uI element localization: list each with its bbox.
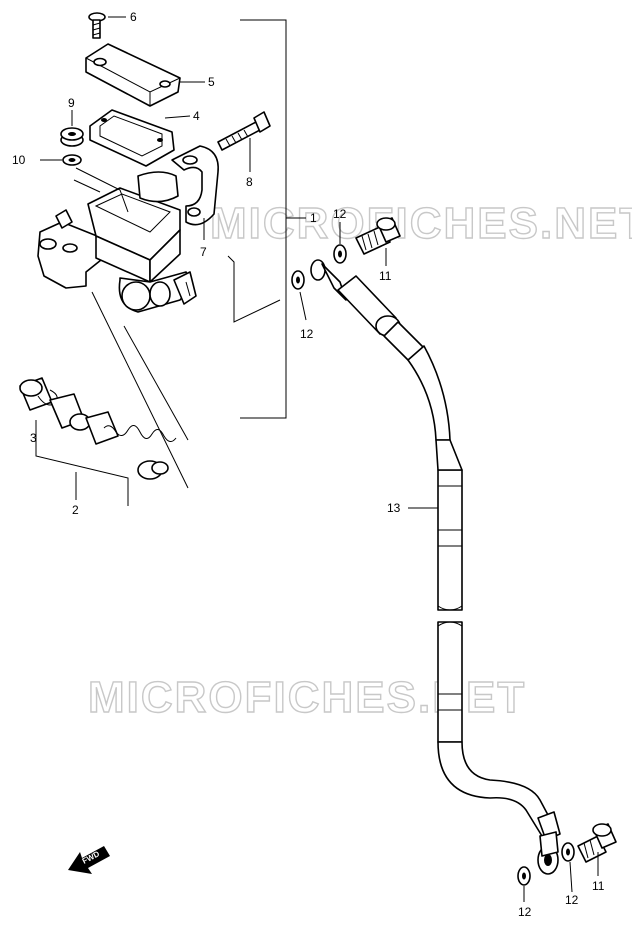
part-7-clamp [171,145,219,240]
fwd-arrow-icon: FWD [68,846,110,874]
part-6-screw [88,12,126,39]
part-9-grommet [60,110,84,147]
part-8-bolt [217,111,271,172]
master-cylinder-body [37,167,197,313]
watermark-top: MICROFICHES.NET [210,199,632,248]
callout-13: 13 [387,501,401,515]
callout-2: 2 [72,503,79,517]
part-4-plate [89,109,191,167]
callout-11-upper: 11 [379,269,392,283]
part-12-washer-upper-left [291,270,307,321]
callout-7: 7 [200,245,207,259]
callout-6: 6 [130,10,137,24]
callout-12-lower-right: 12 [565,893,579,907]
part-12-washer-lower-left [517,866,531,902]
callout-10: 10 [12,153,26,167]
part-13-brake-hose [310,259,561,875]
part-12-washer-upper-right [333,222,347,264]
part-11-banjo-bolt-lower [577,823,617,876]
part-11-banjo-bolt-upper [355,217,401,266]
part-2-piston-kit [19,377,177,480]
callout-5: 5 [208,75,215,89]
callout-12-upper-right: 12 [333,207,347,221]
callout-11-lower: 11 [592,879,605,893]
part-12-washer-lower-right [561,842,575,893]
callout-8: 8 [246,175,253,189]
part-5-cap [85,43,205,107]
part-10-washer [40,154,82,166]
callout-12-upper-left: 12 [300,327,314,341]
callout-9: 9 [68,96,75,110]
part-2-bracket [35,420,129,506]
piston-guide-lines [91,291,189,489]
pointer-to-hose [227,255,281,323]
assembly-bracket [240,19,306,419]
callout-1: 1 [310,211,317,225]
callout-12-lower-left: 12 [518,905,532,919]
callout-3: 3 [30,431,37,445]
callout-4: 4 [193,109,200,123]
